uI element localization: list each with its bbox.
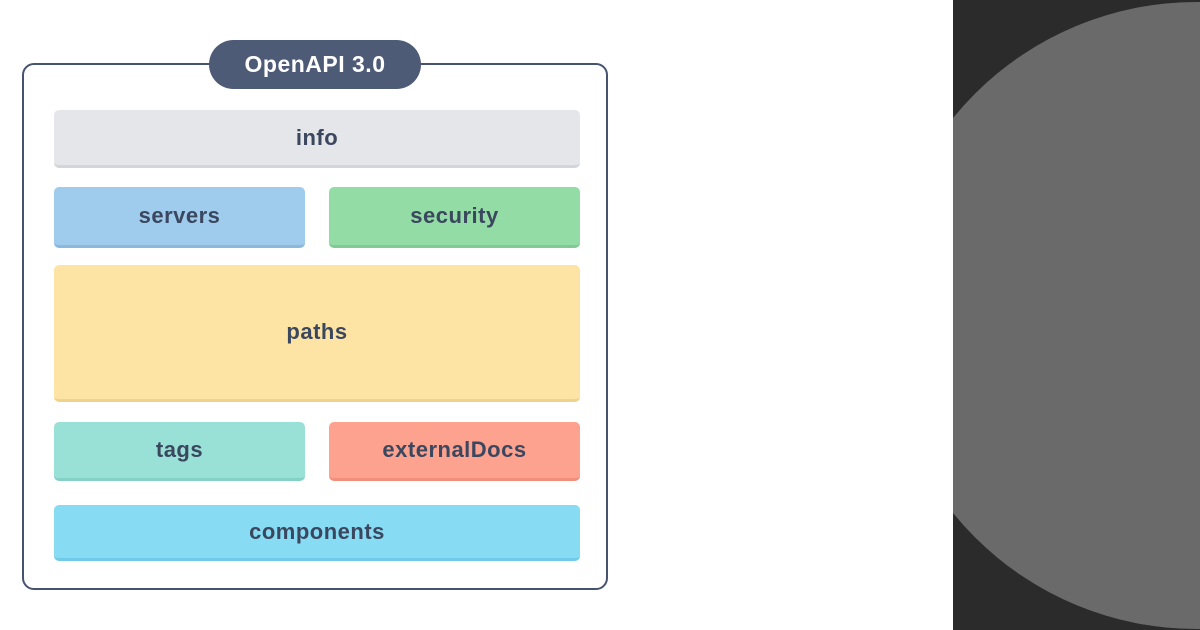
openapi-version-badge-label: OpenAPI 3.0	[244, 51, 386, 77]
node-paths: paths	[54, 265, 580, 402]
node-components-label: components	[249, 518, 385, 544]
decorative-dark-panel	[953, 0, 1200, 630]
node-tags-label: tags	[155, 437, 204, 462]
node-paths-label: paths	[286, 319, 348, 344]
node-tags: tags	[54, 422, 305, 481]
node-externaldocs: externalDocs	[329, 422, 580, 481]
node-servers-label: servers	[138, 203, 221, 228]
node-security: security	[329, 187, 580, 248]
openapi-structure-frame: OpenAPI 3.0 info servers security paths …	[22, 40, 608, 590]
node-info: info	[54, 110, 580, 168]
node-security-label: security	[410, 203, 499, 228]
node-info-label: info	[295, 124, 339, 150]
node-components: components	[54, 505, 580, 561]
openapi-version-badge: OpenAPI 3.0	[209, 40, 421, 89]
node-externaldocs-label: externalDocs	[382, 437, 527, 462]
decorative-circle	[953, 2, 1200, 629]
node-servers: servers	[54, 187, 305, 248]
